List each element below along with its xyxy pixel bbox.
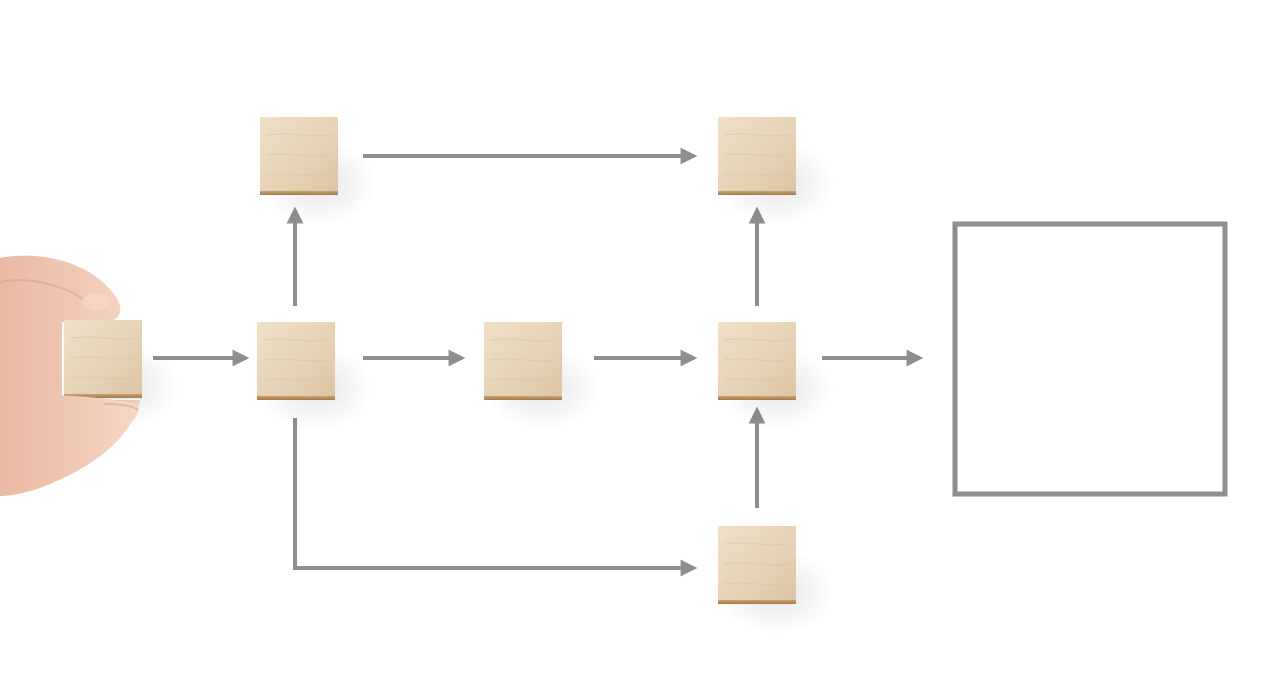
block-middle-left <box>257 322 374 432</box>
empty-target-frame <box>952 221 1228 497</box>
block-bottom-right <box>718 526 835 636</box>
thumb <box>0 395 139 452</box>
blocks-layer <box>64 117 835 636</box>
block-middle-right <box>718 322 835 432</box>
block-middle-center <box>484 322 601 432</box>
arrows-layer <box>153 147 924 577</box>
block-top-left <box>260 117 377 227</box>
arrow-middle-left-to-bottom-right <box>293 418 698 577</box>
block-top-right <box>718 117 835 227</box>
